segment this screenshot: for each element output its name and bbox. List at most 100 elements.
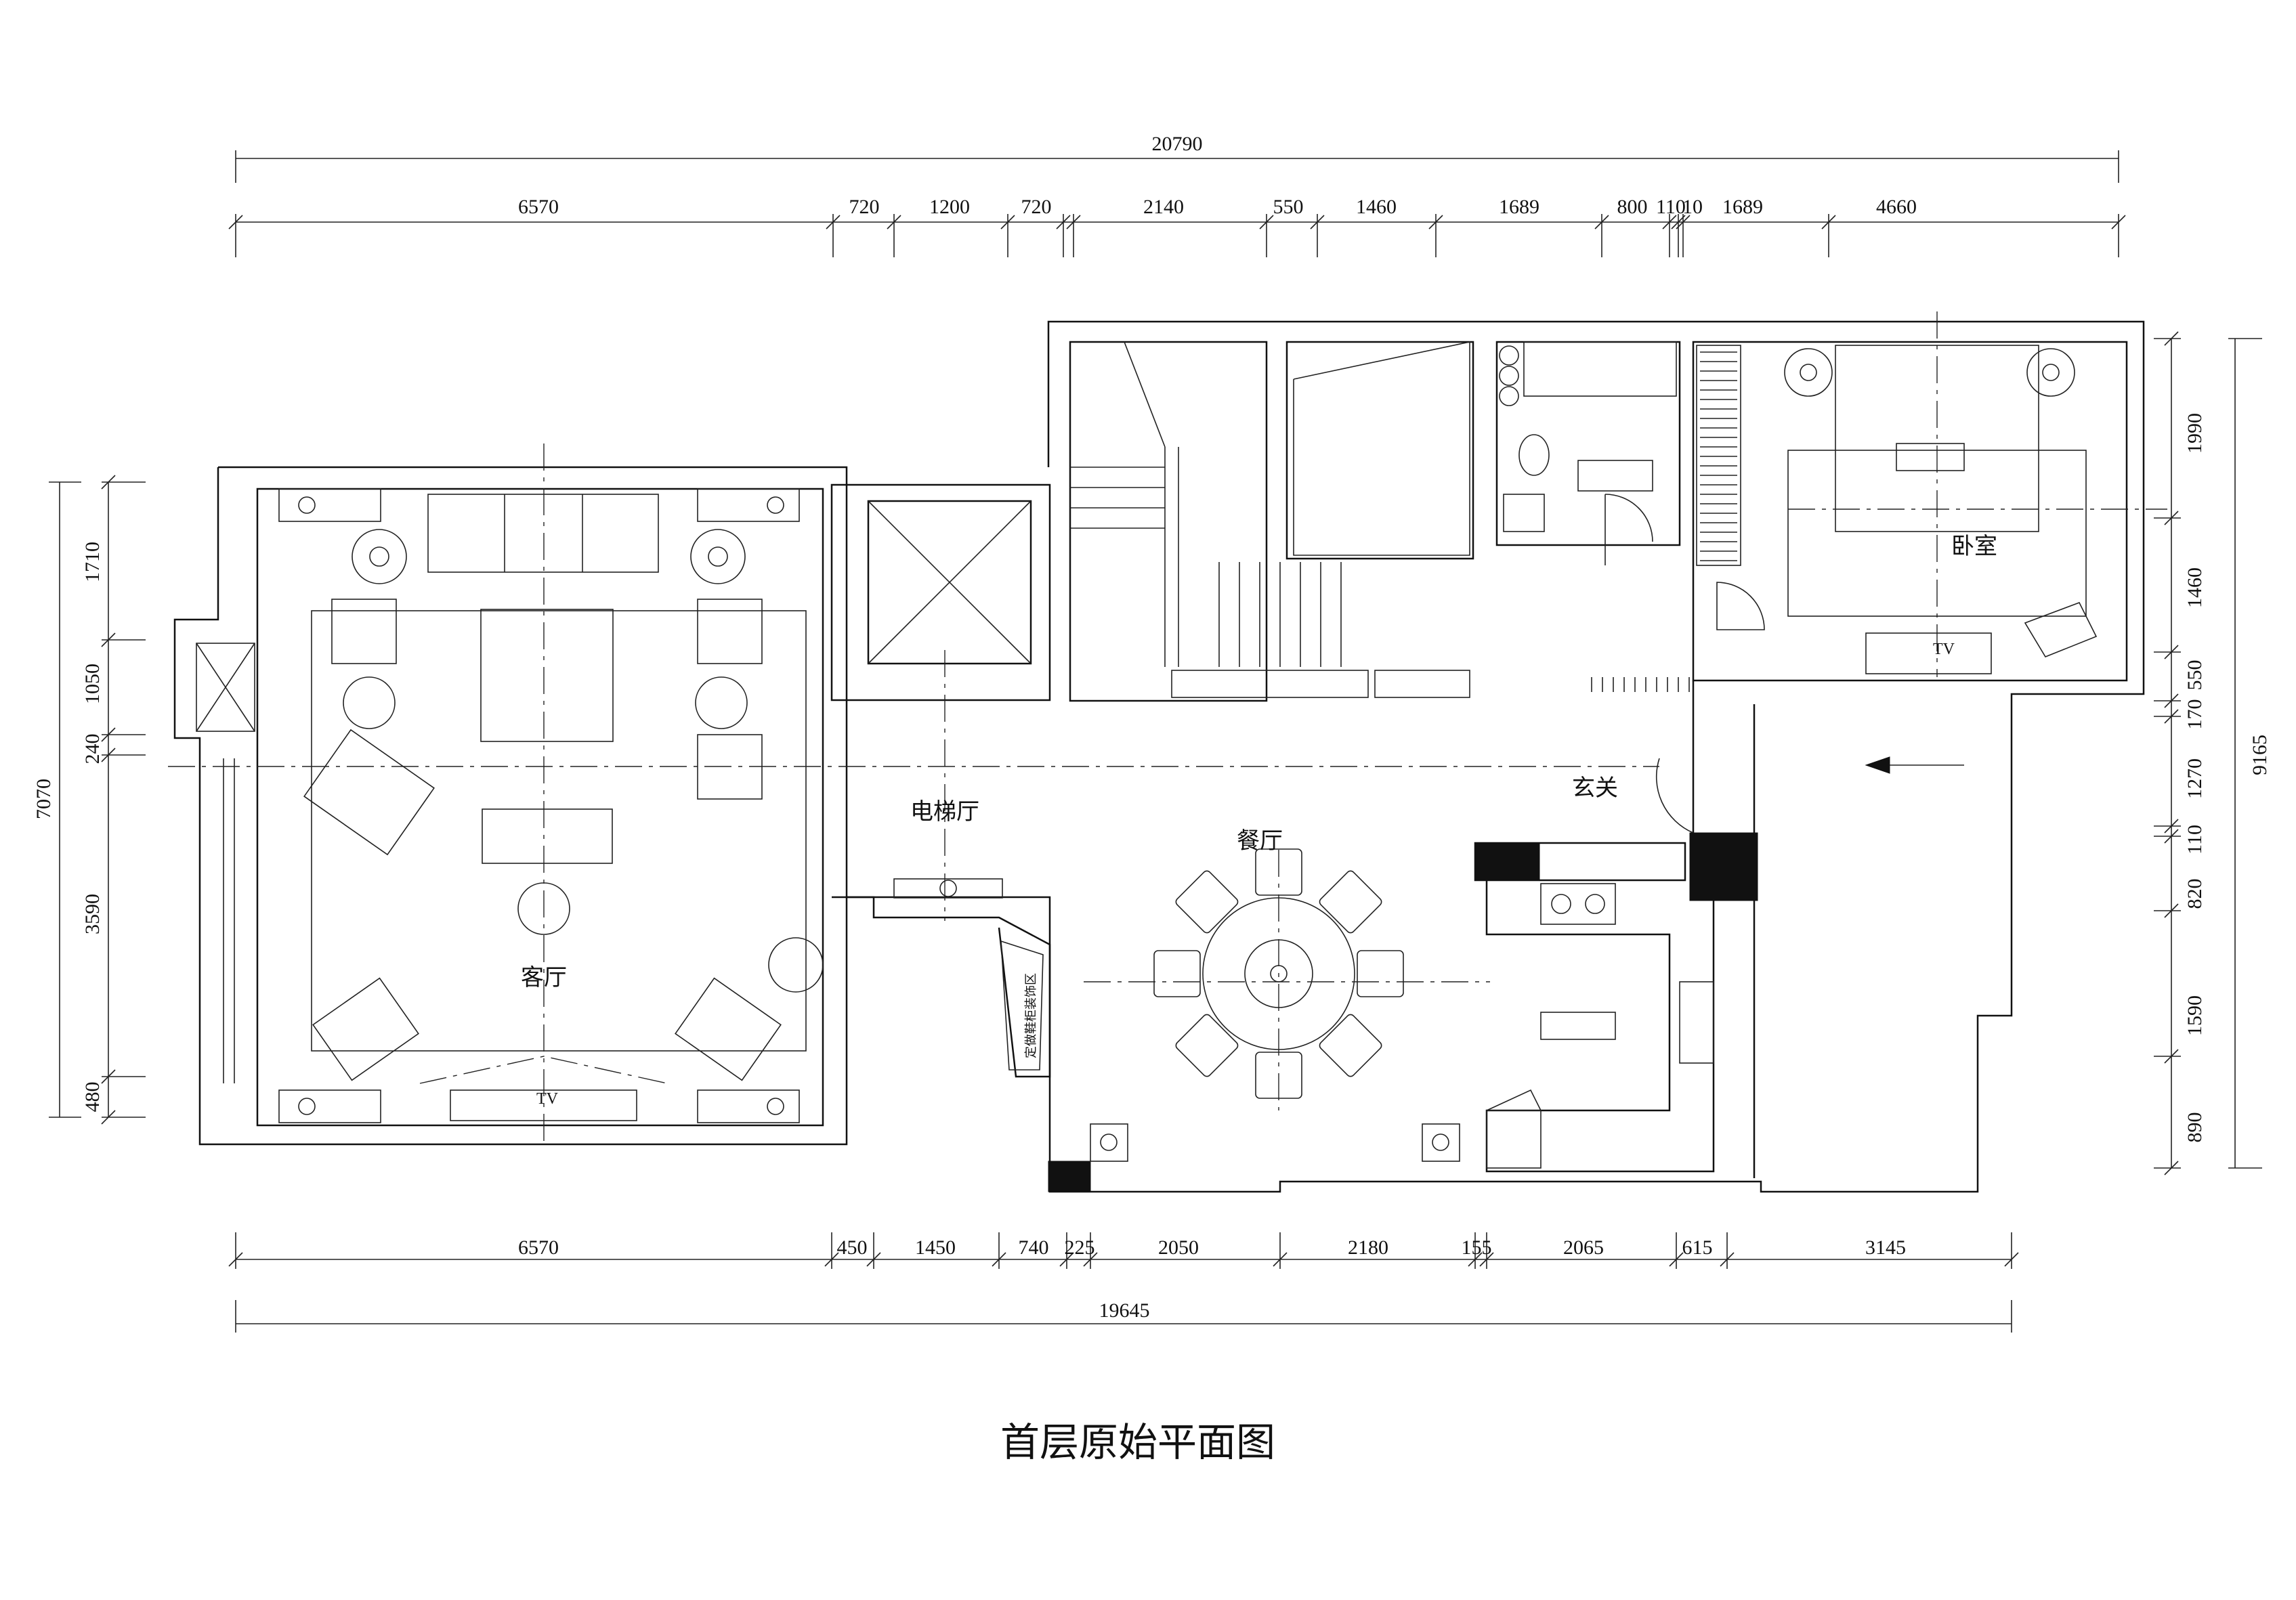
dim-right-2: 550 [2184, 660, 2206, 691]
dim-left-total: 7070 [33, 779, 55, 819]
dim-tick [1066, 215, 1081, 230]
dim-right-1: 1460 [2184, 567, 2206, 608]
bottom-dimension-chain: 6570 450 1450 740 225 2050 2180 155 2065… [228, 1232, 2019, 1333]
dim-right-6: 820 [2184, 879, 2206, 909]
center-lines [168, 311, 2167, 1144]
dim-top-5: 550 [1273, 196, 1304, 218]
dim-bottom-total: 19645 [1099, 1299, 1150, 1322]
dim-bottom-3: 740 [1019, 1236, 1049, 1259]
dim-right-4: 1270 [2184, 758, 2206, 799]
dim-tick [1468, 1252, 1483, 1267]
living-furniture [278, 488, 824, 1123]
dim-bottom-2: 1450 [915, 1236, 956, 1259]
dim-tick [1273, 1252, 1288, 1267]
dim-tick [2164, 709, 2179, 724]
dim-tick [2164, 511, 2179, 525]
dim-right-total: 9165 [2249, 735, 2271, 775]
dim-top-1: 720 [849, 196, 880, 218]
plan-title: 首层原始平面图 [1000, 1421, 1275, 1465]
dining-chair [1153, 950, 1201, 997]
label-living-room: 客厅 [521, 965, 567, 991]
dim-tick [101, 1069, 116, 1084]
dim-left-0: 1710 [81, 542, 104, 582]
dim-top-7: 1689 [1499, 196, 1539, 218]
dim-top-0: 6570 [518, 196, 559, 218]
label-entrance: 玄关 [1572, 775, 1618, 801]
dim-left-2: 240 [81, 734, 104, 764]
dim-top-11: 1689 [1722, 196, 1763, 218]
dim-tick [1676, 215, 1691, 230]
dim-bottom-7: 155 [1462, 1236, 1492, 1259]
dim-tick [228, 1252, 243, 1267]
staircase [1069, 341, 1474, 702]
dim-tick [228, 215, 243, 230]
dim-tick [824, 1252, 839, 1267]
dim-right-0: 1990 [2184, 413, 2206, 454]
dim-tick [2164, 331, 2179, 346]
dim-tick [101, 632, 116, 647]
dim-top-10: 10 [1682, 196, 1703, 218]
dim-tick [1669, 1252, 1684, 1267]
dim-tick [1662, 215, 1677, 230]
dim-bottom-9: 615 [1682, 1236, 1713, 1259]
dim-left-1: 1050 [81, 664, 104, 704]
dim-top-6: 1460 [1356, 196, 1397, 218]
dim-tick [1259, 215, 1274, 230]
elevator-shaft [830, 483, 1051, 701]
elevator-hall: 定做鞋柜装饰区 [832, 878, 1460, 1192]
dim-tick [2004, 1252, 2019, 1267]
dim-tick [2111, 215, 2126, 230]
dim-tick [887, 215, 901, 230]
label-tv-living: TV [536, 1090, 559, 1108]
dim-tick [1083, 1252, 1098, 1267]
dining-chair [1175, 1014, 1239, 1077]
dim-tick [1310, 215, 1325, 230]
dim-bottom-1: 450 [837, 1236, 868, 1259]
bedroom [1591, 341, 2128, 692]
dining-chair [1319, 870, 1382, 934]
dim-tick [2164, 1049, 2179, 1064]
label-dining-room: 餐厅 [1237, 828, 1283, 854]
dim-right-8: 890 [2184, 1112, 2206, 1143]
dim-tick [2164, 693, 2179, 708]
dim-tick [1479, 1252, 1494, 1267]
dim-top-total: 20790 [1152, 133, 1203, 155]
dim-tick [1594, 215, 1609, 230]
dim-tick [2164, 1161, 2179, 1175]
stair-break-line [1124, 341, 1166, 448]
dim-tick [1056, 215, 1071, 230]
dim-right-5: 110 [2184, 825, 2206, 855]
dim-tick [101, 475, 116, 490]
dim-top-4: 2140 [1143, 196, 1184, 218]
dim-tick [101, 748, 116, 762]
dim-tick [2164, 645, 2179, 660]
dim-right-3: 170 [2184, 699, 2206, 730]
dim-tick [101, 727, 116, 742]
dim-top-9: 110 [1656, 196, 1686, 218]
dim-top-3: 720 [1021, 196, 1052, 218]
dim-bottom-8: 2065 [1563, 1236, 1604, 1259]
dim-tick [1000, 215, 1015, 230]
dim-tick [2164, 819, 2179, 834]
dim-tick [1059, 1252, 1074, 1267]
dim-tick [1821, 215, 1836, 230]
dim-tick [992, 1252, 1006, 1267]
dim-left-4: 480 [81, 1082, 104, 1112]
dim-bottom-5: 2050 [1158, 1236, 1199, 1259]
dim-left-3: 3590 [81, 894, 104, 934]
dim-top-12: 4660 [1876, 196, 1917, 218]
dim-tick [826, 215, 841, 230]
dining-chair [1319, 1014, 1382, 1077]
dim-right-7: 1590 [2184, 995, 2206, 1036]
top-dimension-chain: 20790 6570 720 1200 720 2140 550 1460 16… [228, 133, 2126, 257]
dim-bottom-4: 225 [1065, 1236, 1095, 1259]
right-dimension-chain: 1990 1460 550 170 1270 110 820 1590 890 … [2154, 331, 2271, 1175]
dim-tick [866, 1252, 881, 1267]
dining-chair [1175, 870, 1239, 934]
kitchen [1474, 832, 1758, 1173]
bathroom [1495, 341, 1681, 565]
dim-bottom-0: 6570 [518, 1236, 559, 1259]
dim-top-8: 800 [1617, 196, 1648, 218]
entrance [1655, 680, 1964, 1178]
